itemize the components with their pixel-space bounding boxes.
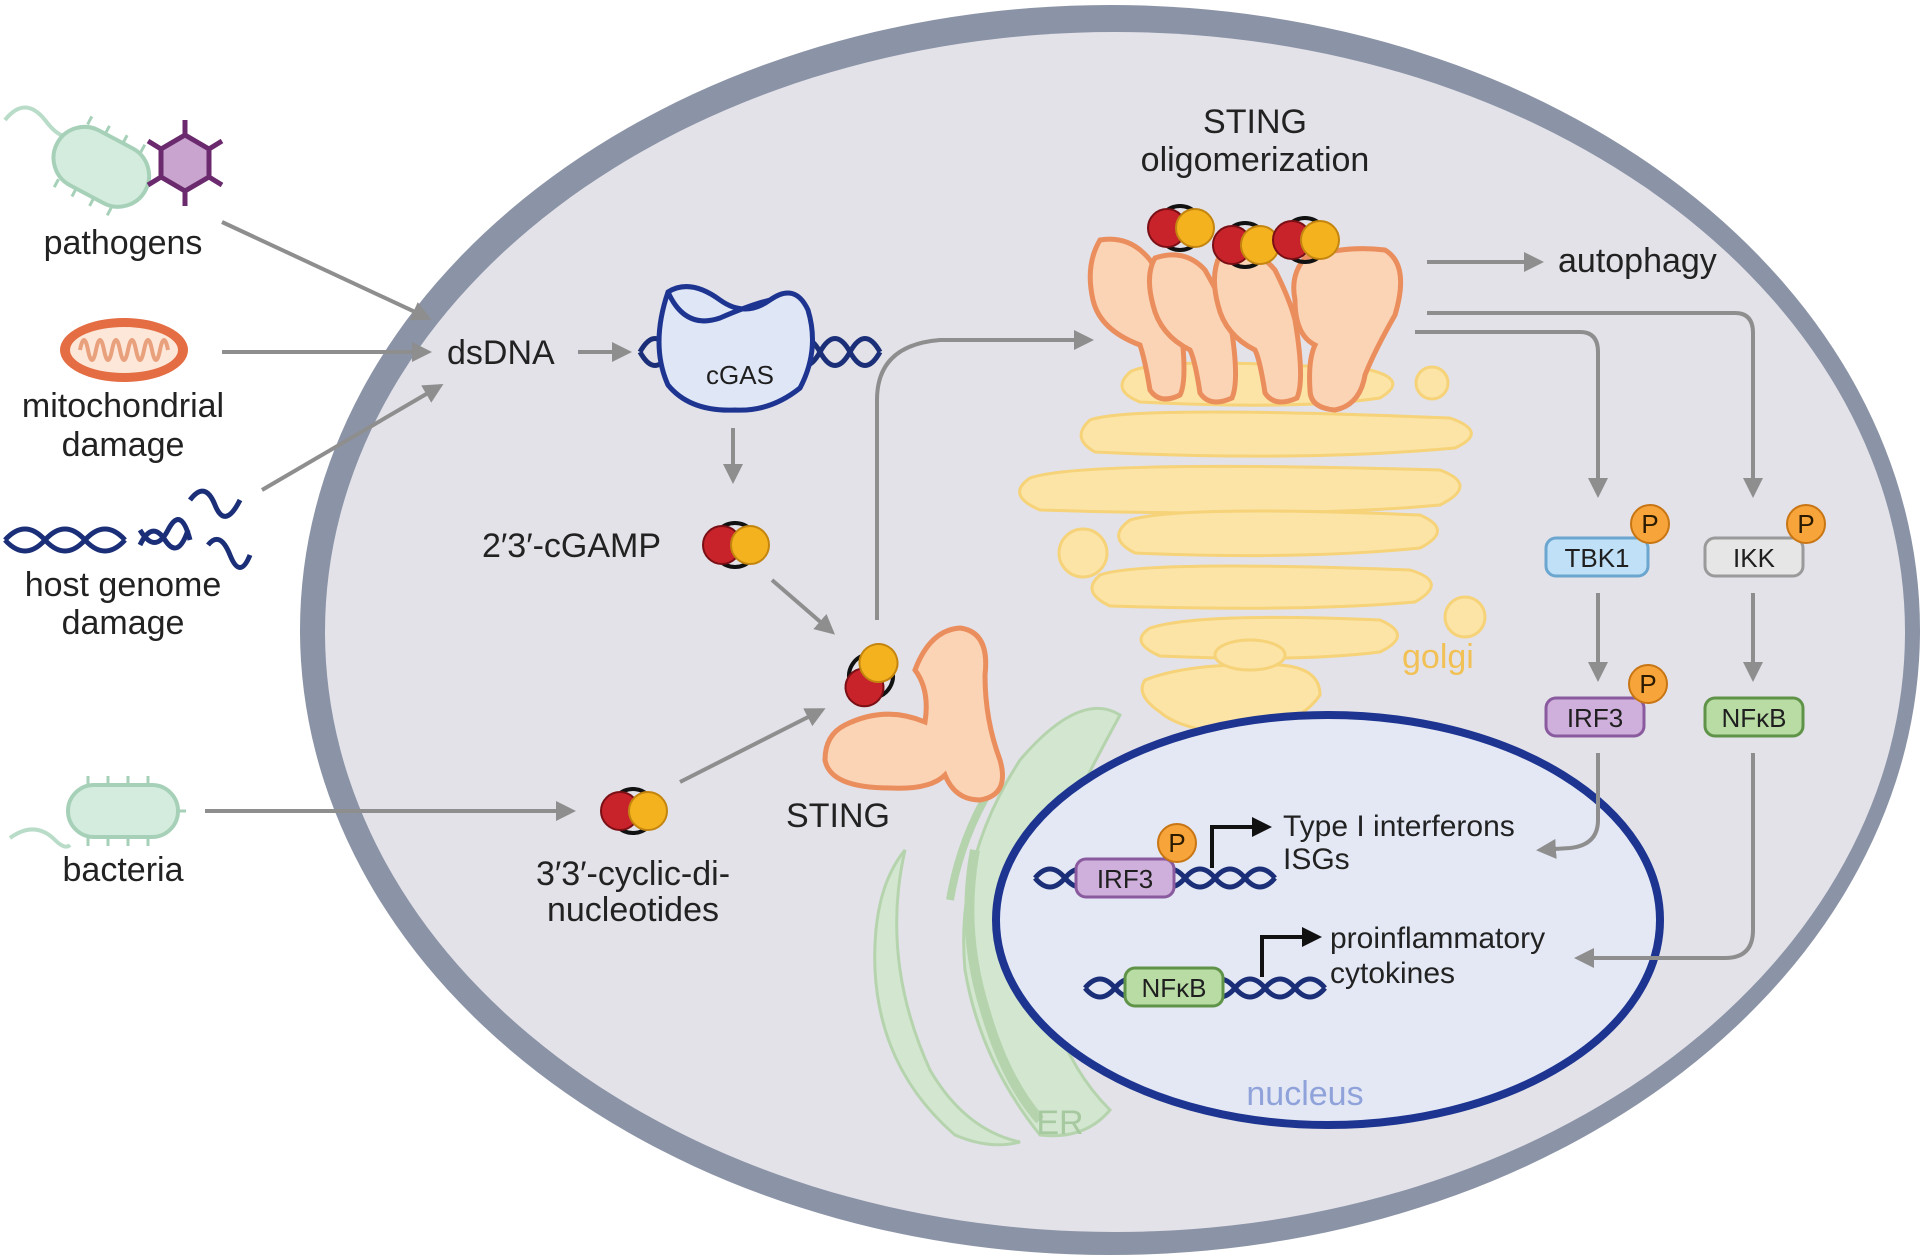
ikk-label: IKK — [1733, 543, 1776, 573]
cgas-label: cGAS — [706, 360, 774, 390]
oligomer-to-tbk1-arrow — [1415, 330, 1608, 498]
irf3-label: IRF3 — [1567, 703, 1623, 733]
sting-label: STING — [786, 797, 890, 835]
dna-fragment-icon — [3, 488, 253, 570]
cgamp-to-sting-arrow — [770, 578, 836, 635]
mitochondrial-damage-label-line2: damage — [62, 426, 185, 464]
promoter-arrow-icon — [1260, 927, 1322, 977]
host-genome-damage-label-line1: host genome — [25, 566, 222, 604]
nuclear-irf3-box — [1074, 857, 1176, 899]
nfkb-box — [1703, 696, 1805, 738]
nucleus-icon — [992, 711, 1664, 1129]
phosphate-label: P — [1797, 509, 1814, 539]
phosphate-label: P — [1168, 828, 1185, 858]
cytokines-label: cytokines — [1330, 957, 1455, 990]
cdn-label-line2: nucleotides — [547, 891, 719, 929]
oligomer-to-ikk-arrow — [1427, 311, 1763, 498]
sting-to-oligomer-arrow — [875, 330, 1094, 620]
bacterium-icon — [3, 105, 152, 216]
proinflammatory-label: proinflammatory — [1330, 922, 1545, 955]
isgs-label: ISGs — [1283, 843, 1350, 876]
promoter-arrow-icon — [1210, 817, 1272, 868]
nfkb-label: NFκB — [1722, 703, 1787, 733]
nuclear-nfkb-box — [1123, 966, 1225, 1008]
host-genome-damage-label-line2: damage — [62, 604, 185, 642]
cgamp-label: 2′3′-cGAMP — [482, 527, 661, 565]
cdn-label-line1: 3′3′-cyclic-di- — [536, 855, 730, 893]
dsdna-label: dsDNA — [447, 334, 555, 372]
mitochondrial-damage-label-line1: mitochondrial — [22, 387, 224, 425]
phosphate-label: P — [1641, 509, 1658, 539]
er-icon — [873, 706, 1122, 1147]
golgi-label: golgi — [1402, 638, 1474, 676]
sting-oligomer-icon — [1087, 236, 1404, 413]
tbk1-label: TBK1 — [1564, 543, 1629, 573]
cgas-enzyme-icon: cGAS — [637, 284, 883, 413]
type-i-interferons-label: Type I interferons — [1283, 810, 1515, 843]
nuclear-nfkb-label: NFκB — [1142, 973, 1207, 1003]
tbk1-box — [1544, 536, 1650, 578]
irf3-box — [1544, 696, 1646, 738]
irf3-to-nucleus-arrow — [1536, 753, 1600, 859]
input-arrows — [205, 220, 576, 821]
virus-icon — [146, 120, 224, 206]
ikk-box — [1703, 536, 1805, 578]
pathogens-label: pathogens — [44, 224, 203, 262]
er-label: ER — [1036, 1104, 1083, 1142]
cdn-to-sting-arrow — [679, 708, 826, 784]
nuclear-irf3-label: IRF3 — [1097, 864, 1153, 894]
sting-protein-icon — [822, 625, 1005, 803]
nucleus-label: nucleus — [1246, 1075, 1363, 1113]
bacterium-icon — [8, 776, 186, 849]
bacteria-label: bacteria — [63, 851, 184, 889]
nfkb-to-nucleus-arrow — [1574, 753, 1755, 968]
autophagy-label: autophagy — [1558, 242, 1717, 280]
phosphate-label: P — [1639, 669, 1656, 699]
mitochondrion-icon — [60, 318, 188, 382]
oligomerization-label-line1: STING — [1203, 103, 1307, 141]
oligomerization-label-line2: oligomerization — [1141, 141, 1370, 179]
